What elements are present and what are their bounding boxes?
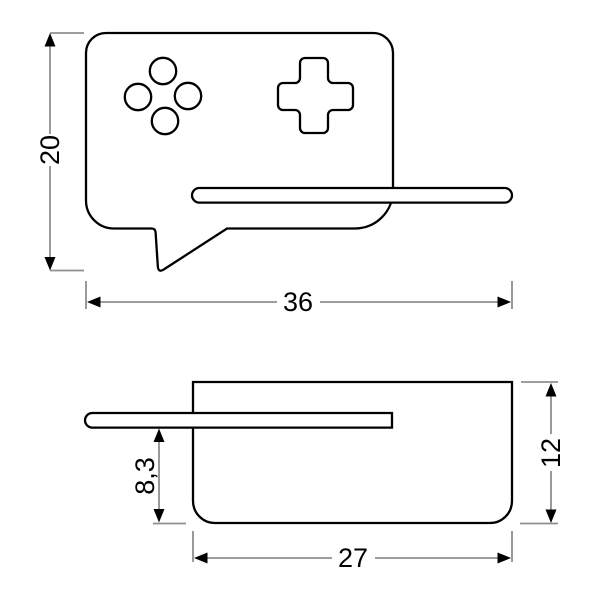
- dimension-label-depth: 27: [338, 543, 368, 573]
- arrow-down: [44, 257, 56, 271]
- dimension-side-height: 12: [520, 381, 566, 525]
- shelf-side: [83, 411, 394, 429]
- body-side-outline: [191, 380, 514, 525]
- arrow-down: [545, 509, 557, 523]
- shelf-front: [190, 186, 514, 204]
- arrow-down: [153, 509, 165, 523]
- arrow-up: [44, 33, 56, 47]
- arrow-up: [153, 428, 165, 442]
- button-circle-top: [148, 56, 178, 86]
- dpad-cross-icon: [276, 56, 355, 135]
- dimension-shelf-offset: 8,3: [130, 428, 186, 525]
- arrow-left: [87, 296, 101, 308]
- arrow-right: [497, 296, 511, 308]
- button-circle-right: [173, 81, 203, 111]
- arrow-up: [545, 383, 557, 397]
- dimension-label-height: 12: [536, 438, 566, 468]
- dimension-label-shelf-offset: 8,3: [130, 457, 160, 495]
- gamepad-bubble-outline: [84, 31, 395, 272]
- dimension-front-height: 20: [35, 32, 84, 272]
- button-circle-left: [123, 82, 153, 112]
- action-buttons: [123, 56, 203, 136]
- dimension-label-width: 36: [283, 287, 313, 317]
- front-view: [84, 31, 514, 272]
- button-circle-bottom: [150, 106, 180, 136]
- side-view: [83, 380, 514, 525]
- dimension-label-height: 20: [35, 135, 65, 165]
- dimension-side-depth: 27: [192, 531, 513, 573]
- dimension-front-width: 36: [85, 281, 513, 317]
- arrow-left: [194, 552, 208, 564]
- arrow-right: [497, 552, 511, 564]
